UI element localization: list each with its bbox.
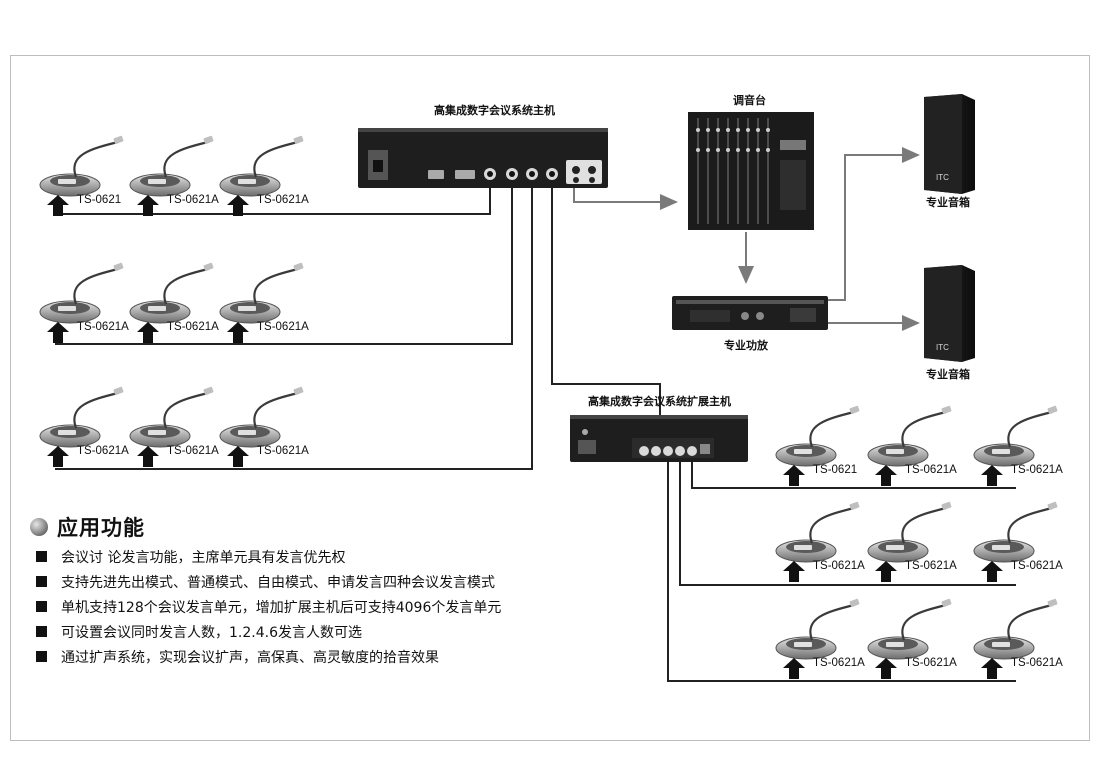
conference-unit [867, 405, 952, 467]
unit-model-label: TS-0621A [167, 445, 219, 457]
up-arrow-icon [783, 465, 805, 486]
square-bullet-icon [36, 601, 47, 612]
conference-unit [973, 598, 1058, 660]
speaker-2-label: 专业音箱 [926, 367, 970, 381]
bus-line-right-3 [667, 455, 1016, 682]
up-arrow-icon [981, 465, 1003, 486]
feature-text: 可设置会议同时发言人数，1.2.4.6发言人数可选 [61, 624, 362, 641]
feature-item: 会议讨 论发言功能，主席单元具有发言优先权 [30, 544, 590, 569]
up-arrow-icon [137, 446, 159, 467]
conference-unit [775, 598, 860, 660]
amplifier-device [672, 296, 828, 330]
conference-unit [129, 262, 214, 324]
up-arrow-icon [783, 658, 805, 679]
unit-model-label: TS-0621 [77, 194, 121, 206]
conference-unit [775, 501, 860, 563]
square-bullet-icon [36, 551, 47, 562]
feature-text: 通过扩声系统，实现会议扩声，高保真、高灵敏度的拾音效果 [61, 649, 439, 666]
up-arrow-icon [47, 195, 69, 216]
up-arrow-icon [783, 561, 805, 582]
unit-model-label: TS-0621A [167, 194, 219, 206]
conference-unit [219, 135, 304, 197]
unit-model-label: TS-0621A [905, 657, 957, 669]
feature-item: 可设置会议同时发言人数，1.2.4.6发言人数可选 [30, 619, 590, 644]
conference-unit [973, 405, 1058, 467]
conference-unit [973, 501, 1058, 563]
amplifier-label: 专业功放 [724, 338, 769, 352]
features-section: 应用功能 会议讨 论发言功能，主席单元具有发言优先权支持先进先出模式、普通模式、… [30, 510, 590, 669]
up-arrow-icon [981, 561, 1003, 582]
unit-model-label: TS-0621A [813, 657, 865, 669]
conference-unit [219, 262, 304, 324]
conference-unit [129, 386, 214, 448]
unit-model-label: TS-0621 [813, 464, 857, 476]
unit-model-label: TS-0621A [77, 445, 129, 457]
unit-model-label: TS-0621A [1011, 657, 1063, 669]
feature-text: 单机支持128个会议发言单元，增加扩展主机后可支持4096个发言单元 [61, 599, 502, 616]
conference-unit [129, 135, 214, 197]
up-arrow-icon [875, 465, 897, 486]
square-bullet-icon [36, 576, 47, 587]
unit-model-label: TS-0621A [813, 560, 865, 572]
conference-unit [39, 262, 124, 324]
bus-line-right-2 [679, 455, 1016, 586]
ext-host-label: 高集成数字会议系统扩展主机 [588, 394, 731, 408]
extension-host-device [570, 415, 748, 462]
main-to-ext-line [551, 170, 661, 445]
unit-model-label: TS-0621A [167, 321, 219, 333]
up-arrow-icon [875, 561, 897, 582]
up-arrow-icon [47, 322, 69, 343]
unit-model-label: TS-0621A [905, 464, 957, 476]
features-title-text: 应用功能 [57, 516, 145, 540]
unit-model-label: TS-0621A [257, 445, 309, 457]
up-arrow-icon [47, 446, 69, 467]
square-bullet-icon [36, 651, 47, 662]
unit-model-label: TS-0621A [905, 560, 957, 572]
bus-line-right-1 [691, 455, 1016, 489]
up-arrow-icon [137, 322, 159, 343]
up-arrow-icon [875, 658, 897, 679]
feature-text: 会议讨 论发言功能，主席单元具有发言优先权 [61, 549, 346, 566]
feature-item: 通过扩声系统，实现会议扩声，高保真、高灵敏度的拾音效果 [30, 644, 590, 669]
conference-unit [39, 386, 124, 448]
unit-model-label: TS-0621A [257, 321, 309, 333]
up-arrow-icon [137, 195, 159, 216]
conference-unit [219, 386, 304, 448]
up-arrow-icon [227, 322, 249, 343]
speaker-1: IТС [924, 94, 975, 194]
features-list: 会议讨 论发言功能，主席单元具有发言优先权支持先进先出模式、普通模式、自由模式、… [30, 544, 590, 669]
conference-unit [867, 598, 952, 660]
amp-to-speaker1-arrow [828, 147, 920, 301]
speaker-1-label: 专业音箱 [926, 195, 970, 209]
unit-model-label: TS-0621A [1011, 560, 1063, 572]
mixer-device [688, 112, 814, 230]
bus-line-left-3 [55, 170, 533, 470]
conference-unit [775, 405, 860, 467]
unit-model-label: TS-0621A [77, 321, 129, 333]
speaker-1-logo: IТС [936, 173, 949, 182]
unit-model-label: TS-0621A [1011, 464, 1063, 476]
feature-text: 支持先进先出模式、普通模式、自由模式、申请发言四种会议发言模式 [61, 574, 495, 591]
bus-line-left-2 [55, 170, 513, 345]
feature-item: 单机支持128个会议发言单元，增加扩展主机后可支持4096个发言单元 [30, 594, 590, 619]
up-arrow-icon [227, 446, 249, 467]
unit-model-label: TS-0621A [257, 194, 309, 206]
main-host-label: 高集成数字会议系统主机 [434, 103, 555, 117]
ball-bullet-icon [30, 518, 48, 536]
mixer-label: 调音台 [733, 93, 766, 107]
speaker-2: IТС [924, 265, 975, 362]
main-host-device [358, 128, 608, 188]
square-bullet-icon [36, 626, 47, 637]
diagram-frame [10, 55, 1090, 741]
conference-unit [867, 501, 952, 563]
conference-unit [39, 135, 124, 197]
up-arrow-icon [227, 195, 249, 216]
speaker-2-logo: IТС [936, 343, 949, 352]
feature-item: 支持先进先出模式、普通模式、自由模式、申请发言四种会议发言模式 [30, 569, 590, 594]
features-title: 应用功能 [30, 510, 590, 544]
up-arrow-icon [981, 658, 1003, 679]
